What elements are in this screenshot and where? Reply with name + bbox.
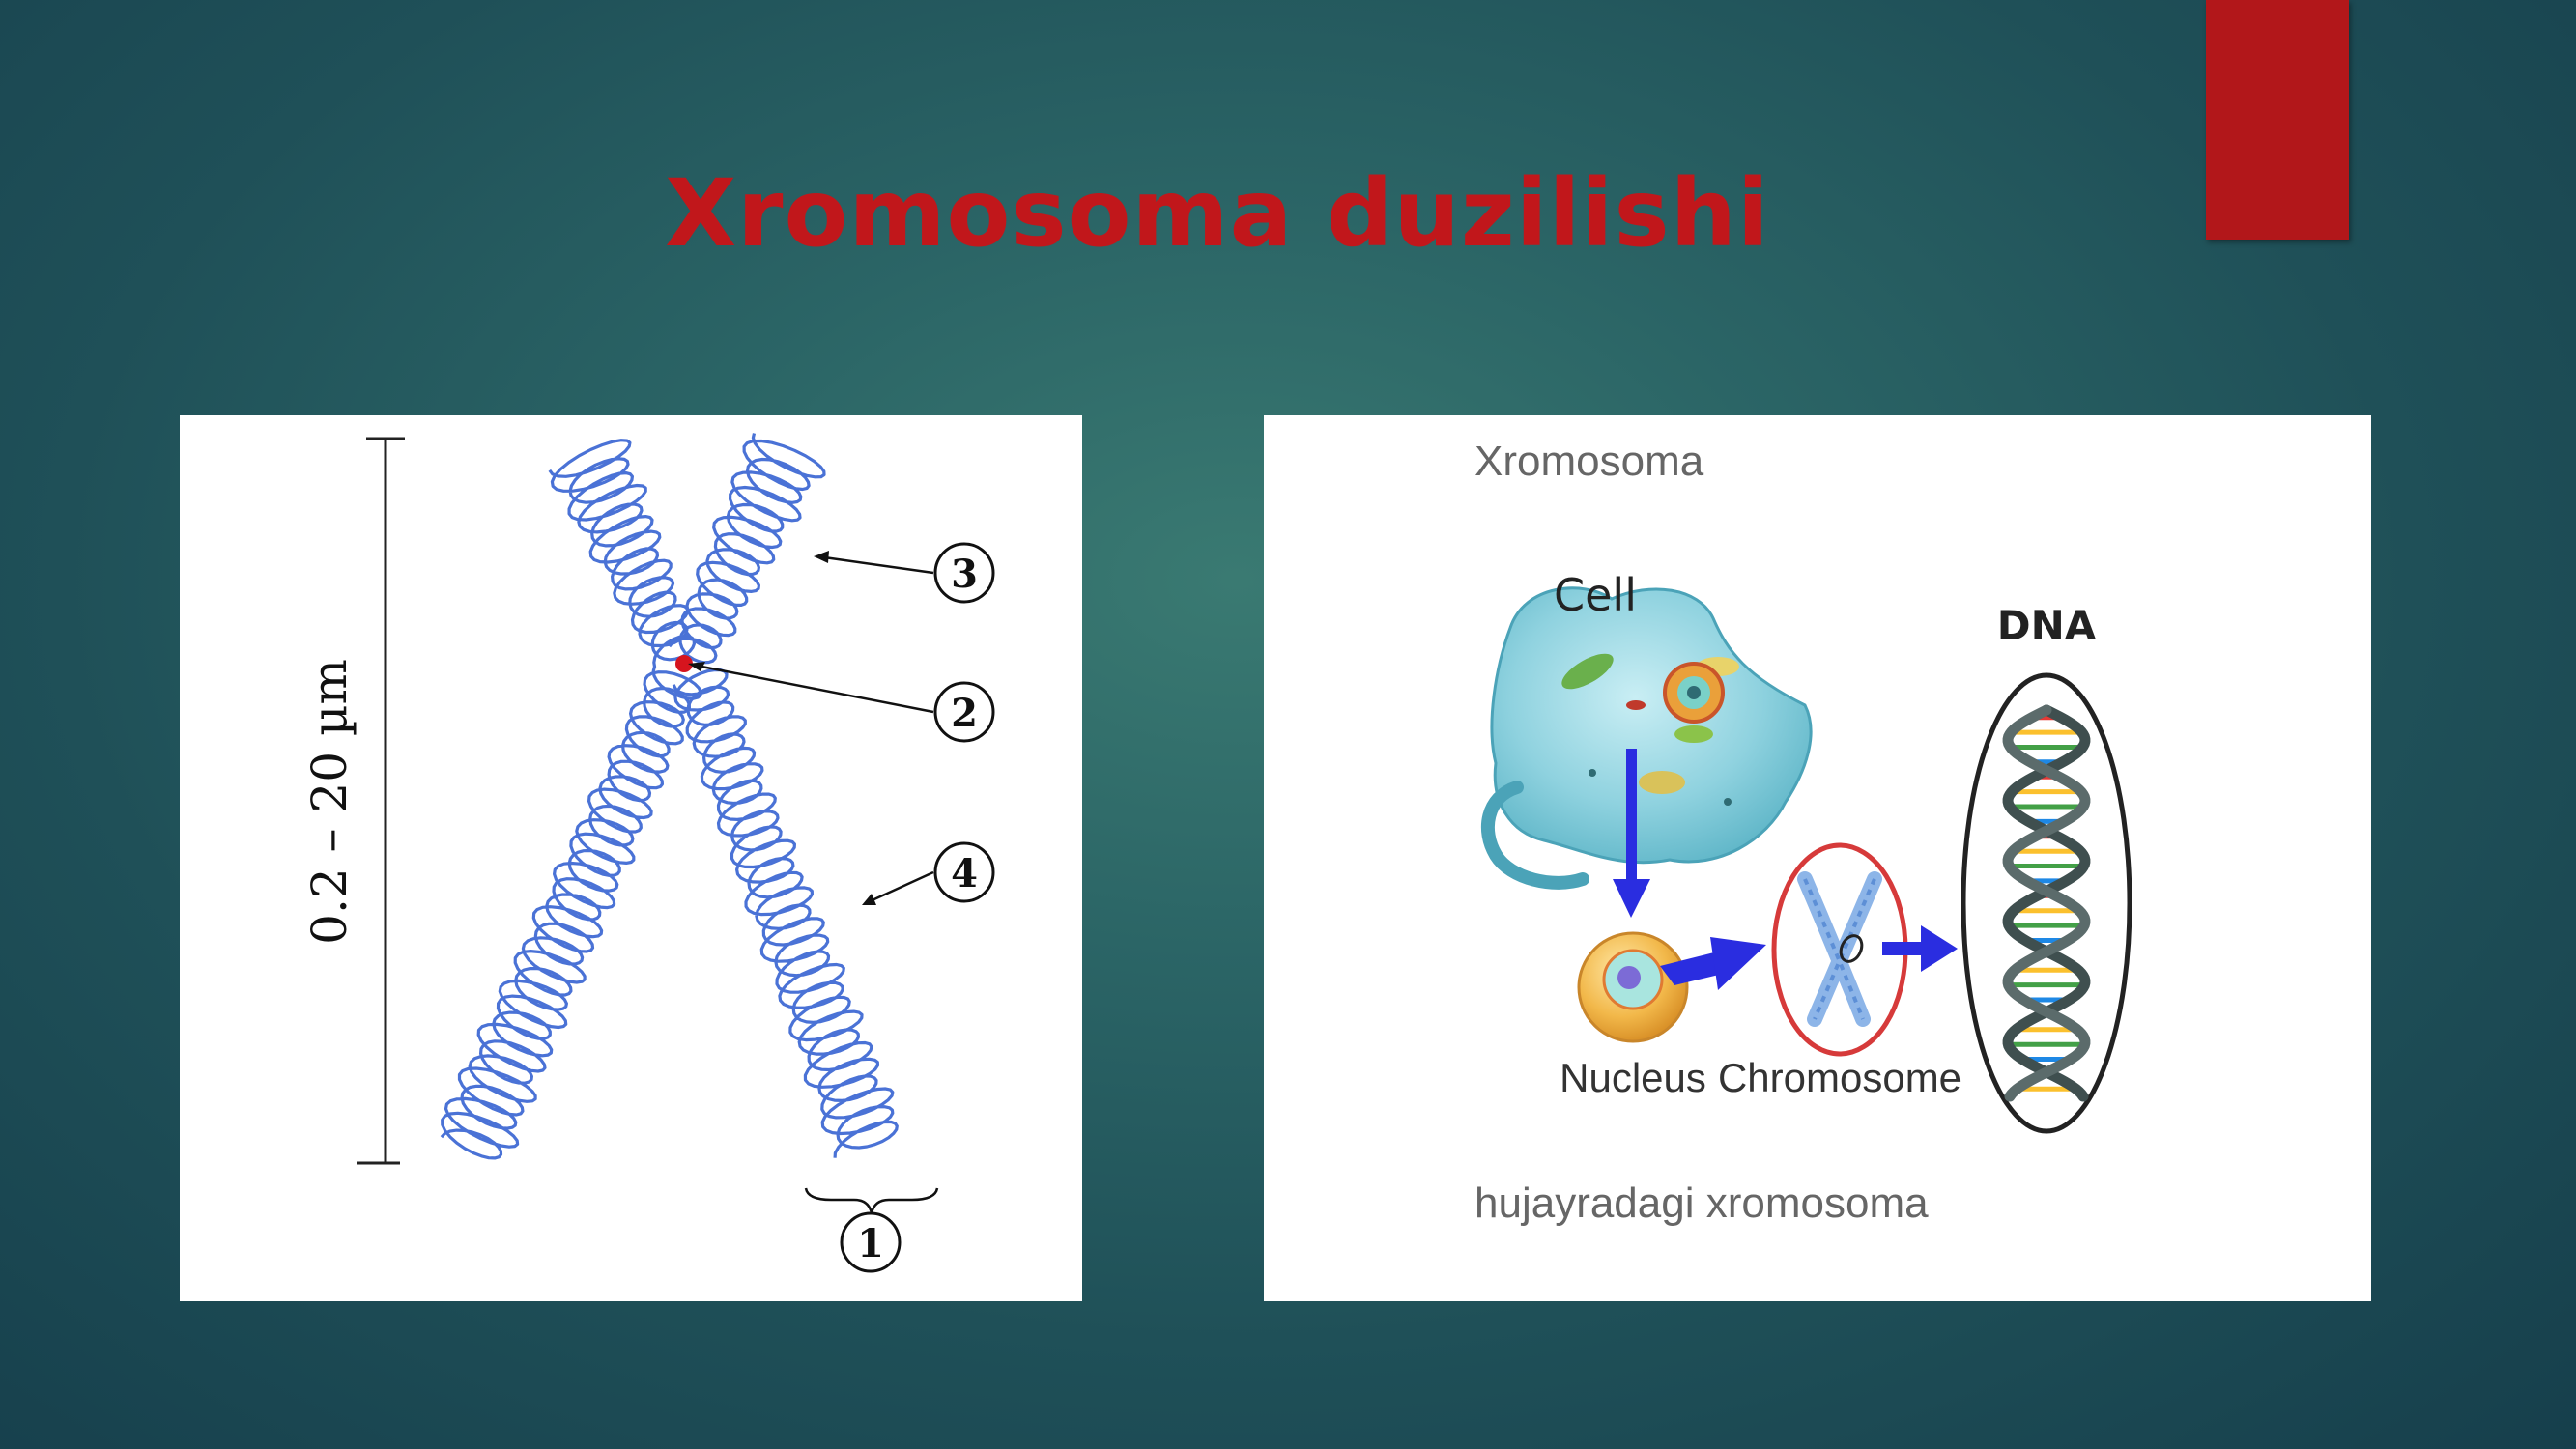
cell-to-dna-panel: Xromosoma hujayradagi xromosoma Cell Nuc… xyxy=(1264,415,2371,1301)
chromosome-coils xyxy=(440,433,899,1160)
cell-label: Cell xyxy=(1554,569,1637,621)
chromosome-structure-diagram: 0.2 – 20 µm 3 2 4 xyxy=(301,433,995,1273)
slide-title: Xromosoma duzilishi xyxy=(665,159,1770,268)
right-heading: Xromosoma xyxy=(1474,438,1704,485)
pointer-lines xyxy=(691,554,939,1214)
dna-illustration xyxy=(1961,672,2132,1134)
marker-4: 4 xyxy=(933,841,995,903)
cell-illustration xyxy=(1481,586,1813,890)
marker-1: 1 xyxy=(840,1211,902,1273)
pointer-arrowheads xyxy=(688,551,876,905)
nucleus-label: Nucleus xyxy=(1560,1055,1706,1100)
svg-text:2: 2 xyxy=(951,691,978,736)
accent-bar xyxy=(2206,0,2349,240)
flow-arrows xyxy=(1613,749,1958,990)
cell-to-dna-diagram: Xromosoma hujayradagi xromosoma Cell Nuc… xyxy=(1474,438,2132,1227)
marker-3: 3 xyxy=(933,542,995,604)
svg-text:4: 4 xyxy=(951,851,978,896)
svg-text:1: 1 xyxy=(857,1221,884,1266)
chromatid-upper-right xyxy=(668,433,826,665)
chromatid-lower-right xyxy=(672,668,899,1158)
svg-text:3: 3 xyxy=(951,552,978,597)
chromosome-structure-panel: 0.2 – 20 µm 3 2 4 xyxy=(180,415,1082,1301)
marker-2: 2 xyxy=(933,681,995,743)
centromere-dot xyxy=(675,655,693,672)
right-caption: hujayradagi xromosoma xyxy=(1474,1179,1929,1227)
dna-label: DNA xyxy=(1997,602,2097,649)
nucleus-illustration xyxy=(1577,931,1689,1043)
length-label: 0.2 – 20 µm xyxy=(301,659,358,945)
length-scale-bar xyxy=(357,437,405,1165)
chromatid-lower-left xyxy=(440,666,702,1160)
dna-backbone xyxy=(2002,704,2091,1102)
chromosome-label: Chromosome xyxy=(1718,1055,1961,1100)
dna-backbone xyxy=(2002,704,2091,1102)
chromatid-upper-left xyxy=(548,439,696,668)
